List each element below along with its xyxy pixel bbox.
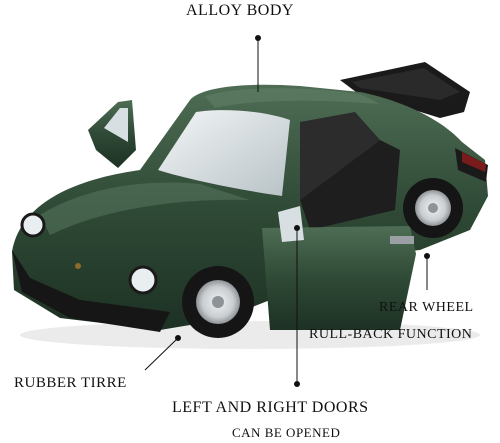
front-wheel <box>182 266 254 338</box>
windows <box>158 110 400 230</box>
label-pull-back-function: RULL-BACK FUNCTION <box>309 327 473 342</box>
label-alloy-body: ALLOY BODY <box>186 2 294 19</box>
label-doors: LEFT AND RIGHT DOORS <box>172 399 369 416</box>
open-left-door <box>88 100 136 168</box>
headlights <box>20 212 158 295</box>
callout-lines <box>144 35 430 387</box>
label-rubber-tire: RUBBER TIRRE <box>14 375 127 391</box>
label-doors-opened: CAN BE OPENED <box>232 425 341 440</box>
rear-wheel <box>403 178 463 238</box>
label-rear-wheel: REAR WHEEL <box>379 300 474 315</box>
